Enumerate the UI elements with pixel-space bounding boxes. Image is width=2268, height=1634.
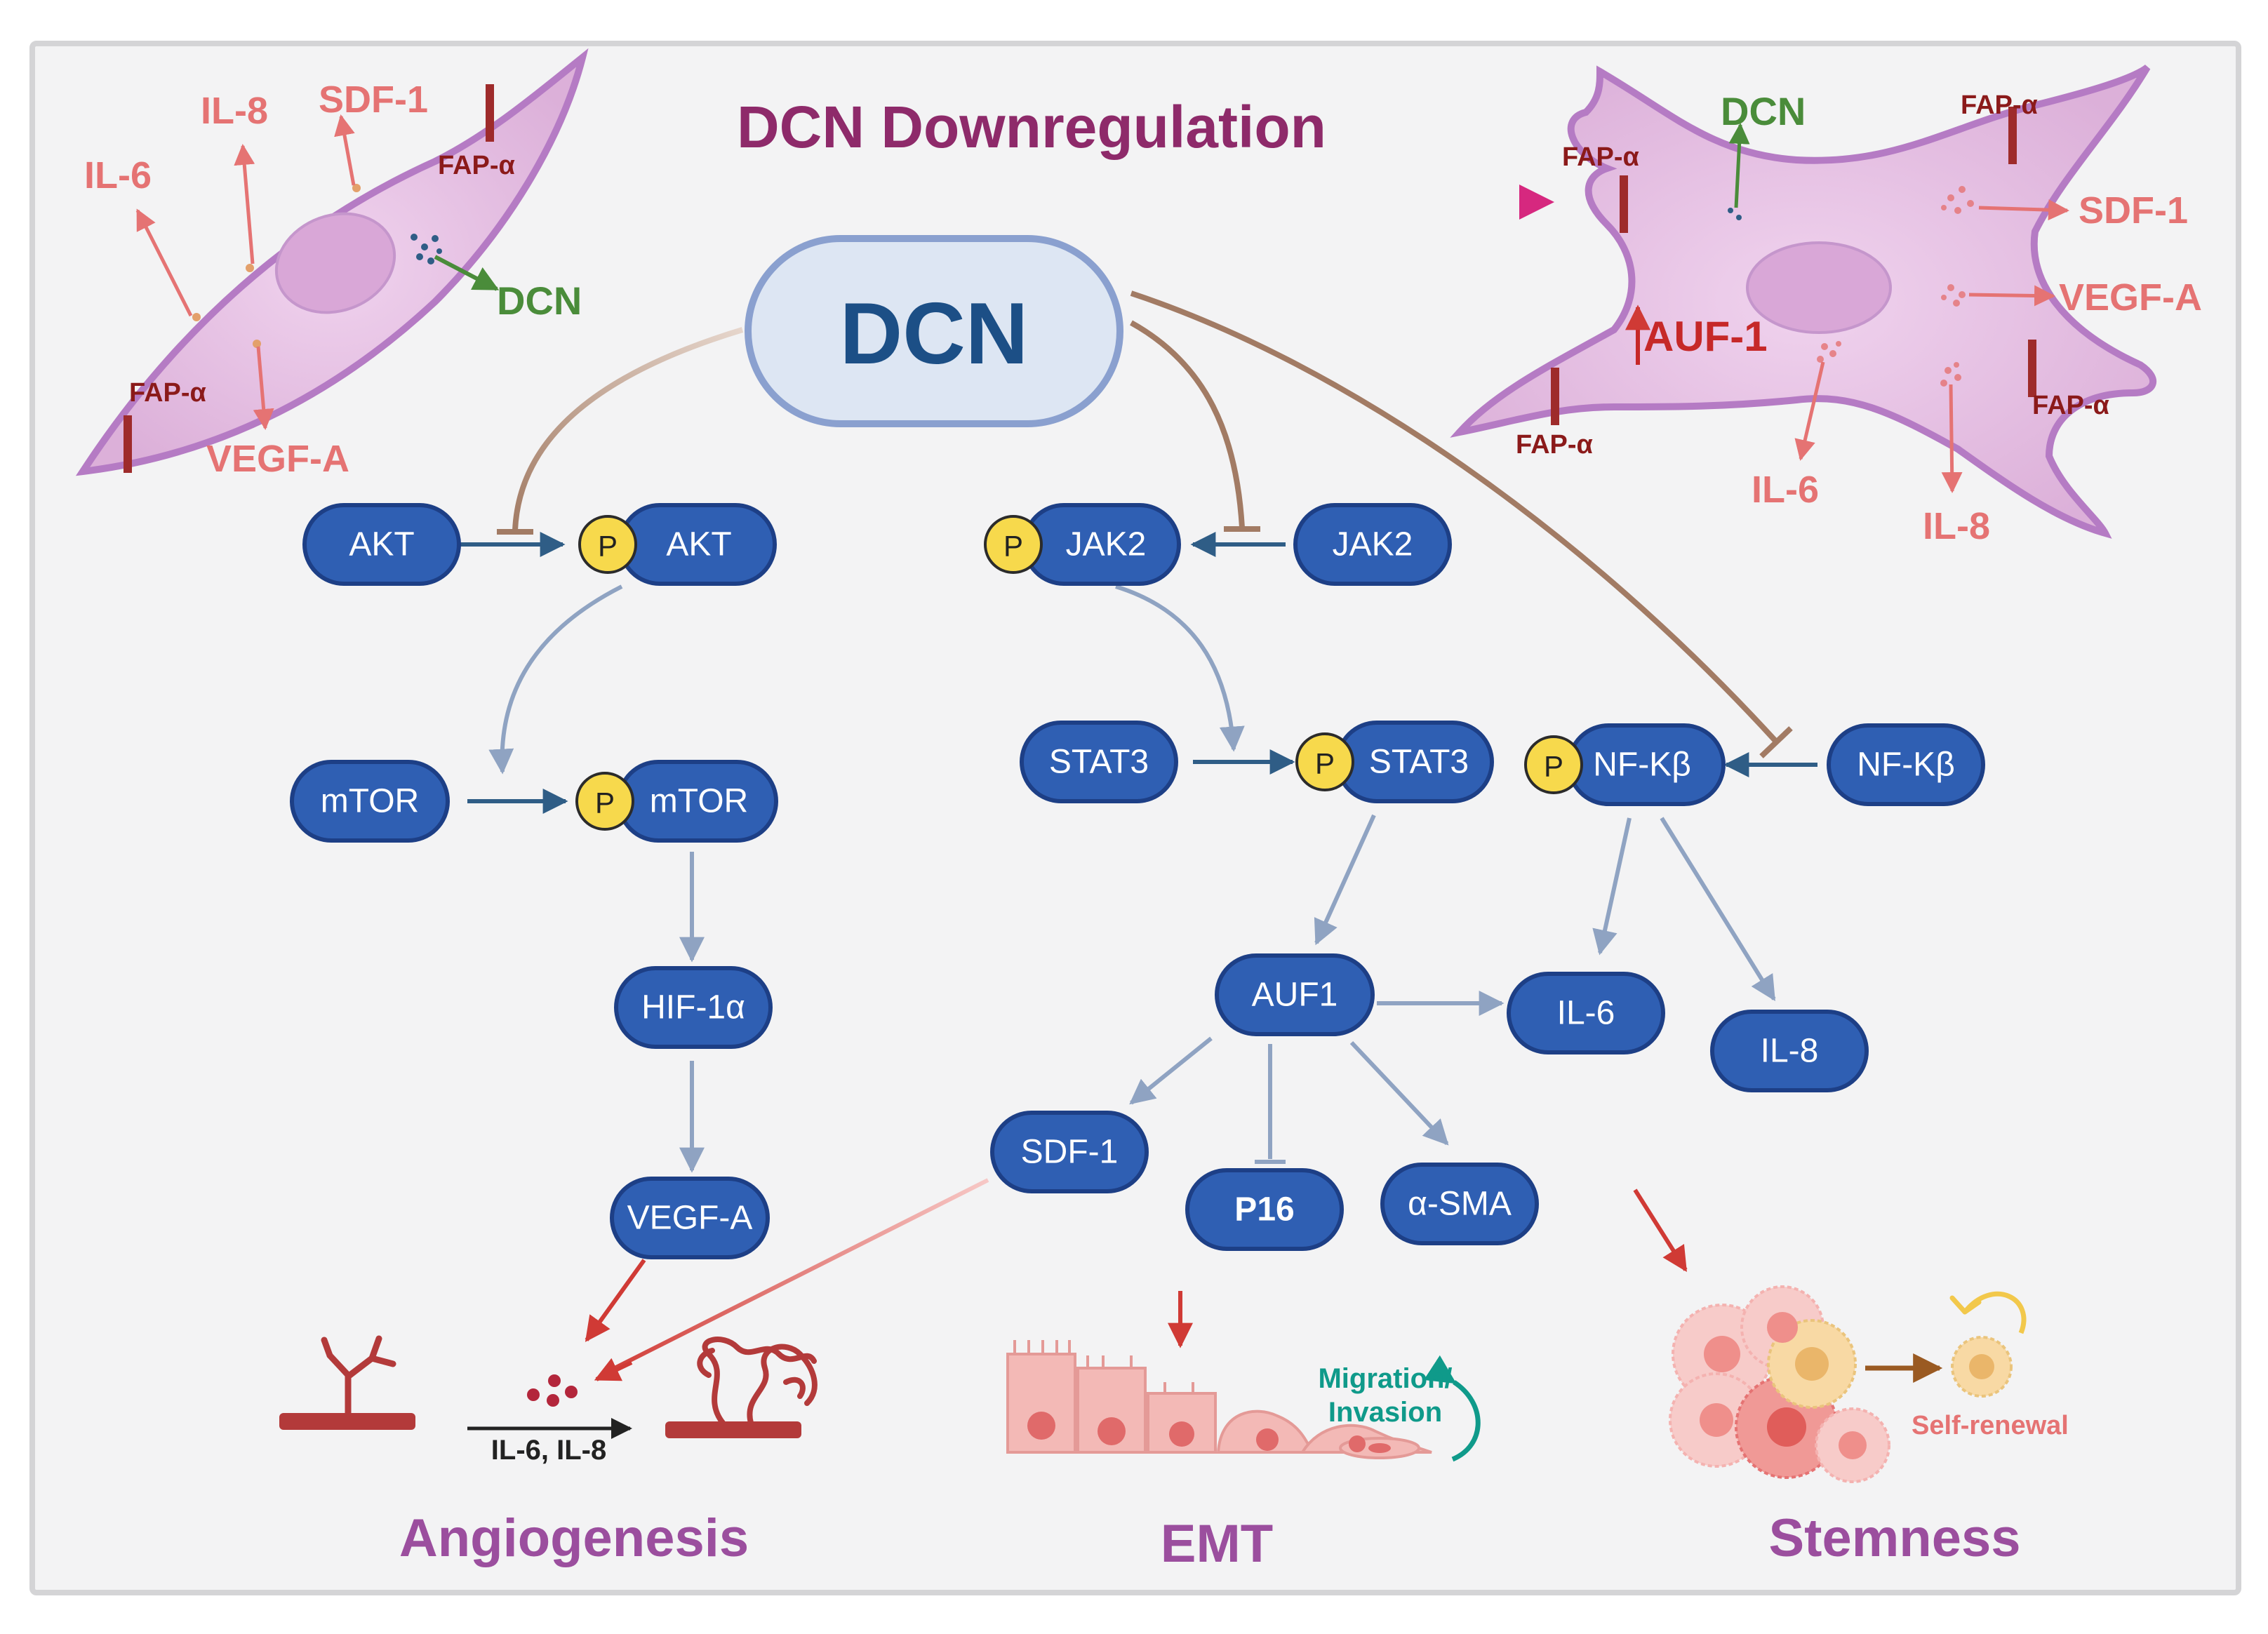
emt-illustration: Migration/ Invasion [1006, 1340, 1481, 1462]
dcn-hub [745, 235, 1123, 427]
node-asma: α-SMA [1380, 1163, 1539, 1245]
cytokine-granules [192, 184, 361, 348]
right-fap-tl-label: FAP-α [1562, 142, 1639, 172]
node-hif1a: HIF-1α [614, 966, 773, 1049]
right-fap-tr-label: FAP-α [1961, 91, 2038, 120]
svg-text:NF-Kβ: NF-Kβ [1593, 746, 1691, 784]
angiogenesis-label: Angiogenesis [399, 1508, 749, 1568]
right-dcn-label: DCN [1721, 89, 1806, 133]
node-auf1: AUF1 [1215, 953, 1375, 1036]
right-fap-bl-label: FAP-α [1516, 430, 1593, 460]
svg-text:P: P [595, 786, 615, 819]
right-fibroblast-cell [1450, 64, 2157, 539]
outcome-arrows [585, 1178, 1688, 1381]
nucleus [1746, 241, 1892, 334]
phospho-badge [1524, 735, 1583, 794]
fap-receptor-top [486, 84, 494, 142]
dcn-hub-label: DCN [840, 286, 1029, 382]
node-stat3: STAT3 [1020, 721, 1178, 803]
invasion-label: Invasion [1328, 1397, 1442, 1428]
node-p-jak2: JAK2 P [984, 503, 1181, 586]
svg-text:α-SMA: α-SMA [1408, 1186, 1512, 1223]
node-vegfa: VEGF-A [610, 1177, 770, 1259]
svg-text:IL-8: IL-8 [1761, 1033, 1819, 1070]
node-p16: P16 [1185, 1168, 1344, 1251]
right-fap-br-label: FAP-α [2032, 391, 2109, 420]
svg-text:STAT3: STAT3 [1369, 744, 1469, 781]
node-mtor: mTOR [290, 760, 450, 843]
node-akt: AKT [302, 503, 461, 586]
node-p-nfkb: NF-Kβ P [1524, 723, 1726, 806]
nucleus [274, 212, 396, 314]
fap-receptor-left [124, 415, 132, 473]
svg-text:JAK2: JAK2 [1066, 526, 1147, 563]
il-label: IL-6, IL-8 [491, 1435, 606, 1466]
right-sdf1-label: SDF-1 [2079, 189, 2188, 232]
right-il6-label: IL-6 [1752, 469, 1819, 511]
stemness-illustration: Self-renewal [1669, 1285, 2069, 1483]
node-p-stat3: STAT3 P [1295, 721, 1494, 803]
svg-text:P16: P16 [1234, 1191, 1294, 1228]
right-vegfa-label: VEGF-A [2059, 276, 2202, 319]
svg-text:AKT: AKT [666, 526, 731, 563]
svg-text:AKT: AKT [349, 526, 414, 563]
node-nfkb: NF-Kβ [1827, 723, 1985, 806]
svg-text:P: P [1003, 530, 1023, 563]
figure-frame [29, 41, 2241, 1595]
vessel-right [665, 1421, 801, 1438]
left-dcn-label: DCN [497, 279, 582, 323]
svg-text:P: P [1315, 747, 1335, 780]
right-auf1-label: AUF-1 [1643, 313, 1768, 360]
svg-text:AUF1: AUF1 [1252, 977, 1338, 1014]
phospho-badge [575, 772, 634, 831]
left-fap-left-label: FAP-α [129, 378, 206, 408]
svg-text:SDF-1: SDF-1 [1021, 1134, 1119, 1171]
phospho-badge [1295, 732, 1354, 791]
node-il8: IL-8 [1710, 1010, 1869, 1092]
node-sdf1: SDF-1 [990, 1111, 1149, 1193]
svg-text:mTOR: mTOR [321, 783, 419, 820]
phospho-badge [984, 515, 1043, 574]
right-il8-label: IL-8 [1923, 505, 1990, 547]
phospho-badge [578, 515, 637, 574]
node-jak2: JAK2 [1293, 503, 1452, 586]
left-fibroblast-cell [75, 48, 589, 476]
inhibition-lines [497, 290, 1793, 758]
migration-label: Migration/ [1318, 1363, 1452, 1394]
vessel-left [279, 1413, 415, 1430]
sprouts-small [321, 1335, 396, 1418]
svg-text:P: P [598, 530, 618, 563]
node-p-mtor: mTOR P [575, 760, 778, 843]
cytokine-dots [527, 1374, 578, 1407]
svg-text:VEGF-A: VEGF-A [627, 1200, 753, 1237]
sprouts-dense [697, 1337, 818, 1426]
left-fap-top-label: FAP-α [438, 151, 515, 180]
left-sdf1-label: SDF-1 [319, 79, 428, 121]
emt-label: EMT [1161, 1514, 1273, 1574]
dcn-granules [411, 234, 442, 264]
svg-text:JAK2: JAK2 [1333, 526, 1413, 563]
left-il6-label: IL-6 [84, 154, 152, 196]
pathway-arrows [460, 532, 1817, 1173]
diagram-title: DCN Downregulation [737, 94, 1326, 160]
svg-text:P: P [1544, 750, 1563, 783]
angiogenesis-illustration: IL-6, IL-8 [279, 1335, 818, 1466]
left-il8-label: IL-8 [201, 90, 268, 132]
self-renewal-label: Self-renewal [1912, 1411, 2069, 1440]
svg-text:STAT3: STAT3 [1049, 744, 1149, 781]
stemness-label: Stemness [1768, 1508, 2020, 1568]
node-p-akt: AKT P [578, 503, 777, 586]
svg-text:IL-6: IL-6 [1557, 995, 1615, 1032]
svg-text:NF-Kβ: NF-Kβ [1857, 746, 1955, 784]
cytokine-granules [1817, 186, 1974, 387]
node-il6: IL-6 [1507, 972, 1665, 1054]
dcn-granules [1728, 208, 1742, 220]
svg-text:mTOR: mTOR [650, 783, 748, 820]
left-vegfa-label: VEGF-A [206, 438, 349, 480]
svg-text:HIF-1α: HIF-1α [641, 989, 745, 1026]
